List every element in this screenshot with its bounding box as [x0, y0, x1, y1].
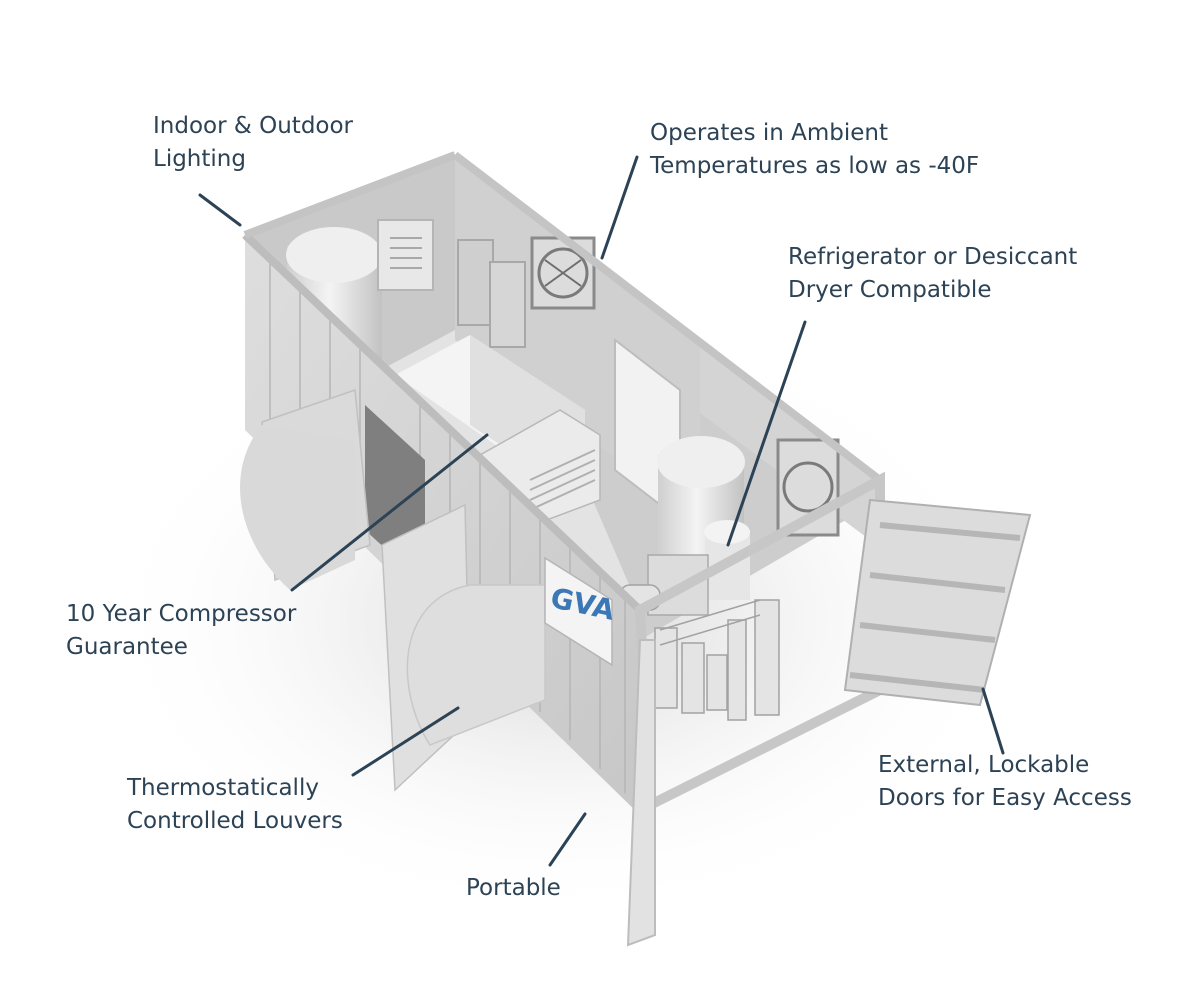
air-receiver-tank-front-top — [657, 436, 745, 488]
top-rail-back — [452, 151, 883, 484]
fan-1-blade-hub — [537, 247, 589, 299]
callout-ambient: Operates in Ambient Temperatures as low … — [650, 117, 979, 183]
end-door-ribs — [849, 522, 1021, 693]
leader-lighting — [198, 193, 242, 227]
leader-portable — [548, 812, 587, 867]
callout-ambient-line-1: Operates in Ambient — [650, 120, 889, 146]
callout-guarantee-line-2: Guarantee — [66, 634, 188, 660]
leader-doors — [981, 687, 1005, 755]
callout-dryer-line-2: Dryer Compatible — [788, 277, 992, 303]
louver-hood-front — [406, 584, 546, 746]
callout-louvers: Thermostatically Controlled Louvers — [127, 772, 343, 838]
fan-1-blades — [544, 259, 582, 287]
end-door-right — [843, 498, 1032, 707]
filter-piping-assembly — [619, 584, 780, 721]
callout-lighting: Indoor & Outdoor Lighting — [153, 110, 353, 176]
callout-guarantee-line-1: 10 Year Compressor — [66, 601, 297, 627]
leader-louvers — [351, 706, 460, 777]
callout-portable: Portable — [466, 872, 561, 905]
end-door-left — [626, 639, 656, 947]
leader-guarantee — [290, 433, 489, 592]
logo-placard — [544, 556, 613, 667]
electrical-panel-1 — [457, 239, 494, 326]
callout-louvers-line-1: Thermostatically — [127, 775, 319, 801]
louver-hood-rear — [240, 425, 355, 590]
fan-2-blade-hub — [782, 461, 834, 513]
electrical-panel-2 — [489, 261, 526, 348]
callout-lighting-line-1: Indoor & Outdoor — [153, 113, 354, 139]
leader-ambient — [600, 155, 639, 260]
compressor-louvers — [529, 449, 596, 511]
callout-dryer-line-1: Refrigerator or Desiccant — [788, 244, 1078, 270]
callout-dryer: Refrigerator or Desiccant Dryer Compatib… — [788, 241, 1077, 307]
leader-dryer — [726, 320, 807, 547]
top-rail-front — [242, 232, 643, 613]
dryer-canister-1-top — [704, 520, 750, 544]
callout-louvers-line-2: Controlled Louvers — [127, 808, 343, 834]
callout-portable-line-1: Portable — [466, 875, 561, 901]
callout-ambient-line-2: Temperatures as low as -40F — [650, 153, 980, 179]
callout-guarantee: 10 Year Compressor Guarantee — [66, 598, 296, 664]
callout-doors: External, Lockable Doors for Easy Access — [878, 749, 1132, 815]
callout-lighting-line-2: Lighting — [153, 146, 246, 172]
top-rail-end-left — [243, 151, 457, 239]
air-receiver-tank-rear-top — [286, 227, 382, 283]
heater-grille — [390, 237, 422, 269]
callout-doors-line-2: Doors for Easy Access — [878, 785, 1132, 811]
callout-doors-line-1: External, Lockable — [878, 752, 1090, 778]
unit-heater — [377, 219, 434, 291]
